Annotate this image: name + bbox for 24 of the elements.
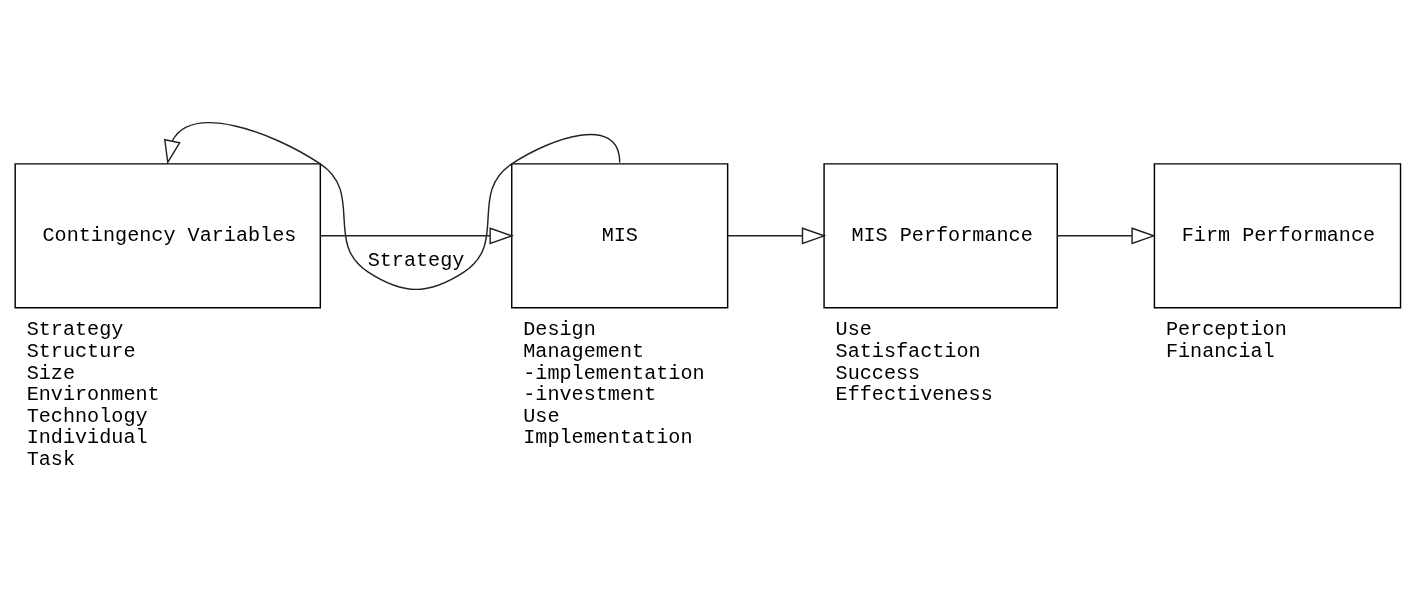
node-label: Satisfaction: [835, 340, 981, 364]
arrow: [1056, 227, 1156, 245]
node-label: Success: [835, 361, 921, 385]
arrow: [726, 227, 827, 245]
node-label: Use: [835, 318, 872, 342]
node-label: -implementation: [523, 361, 705, 385]
node-label: Implementation: [523, 426, 693, 450]
node-label: Effectiveness: [835, 383, 993, 407]
edge-label: Strategy: [367, 249, 465, 273]
node-label: -investment: [523, 383, 657, 407]
node-label: Individual: [26, 426, 148, 450]
node-label: Strategy: [26, 318, 124, 342]
arrow: [319, 227, 514, 245]
node-label: Technology: [26, 404, 148, 428]
node-label: Design: [523, 318, 596, 342]
node-label: Management: [523, 340, 645, 364]
arrow: [163, 122, 621, 291]
node-label: Use: [523, 404, 560, 428]
node-label: Size: [26, 361, 76, 385]
node-label: Environment: [26, 383, 160, 407]
node-label: Structure: [26, 340, 136, 364]
node-label: Perception: [1165, 318, 1287, 342]
node-label: Financial: [1165, 340, 1275, 364]
node-label: Task: [26, 447, 76, 471]
